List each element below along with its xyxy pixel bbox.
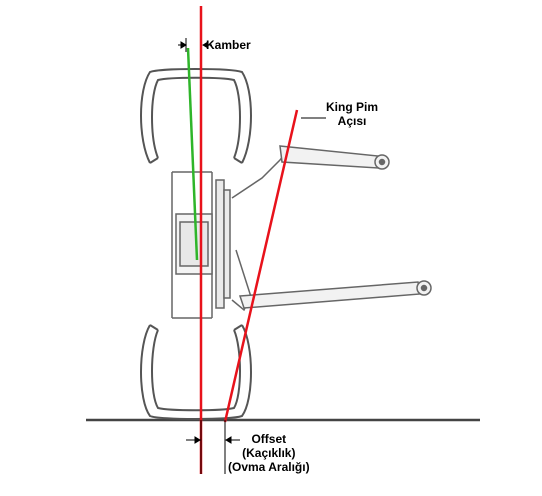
offset-label-line1: Offset [251,432,287,446]
offset-indicator [186,420,240,474]
lower-control-arm [238,280,432,309]
tire-upper [140,68,252,164]
camber-label-text: Kamber [206,38,251,52]
camber-label: Kamber [206,38,251,52]
kingpin-label: King Pim Açısı [326,100,378,128]
offset-label-line2: (Kaçıklık) [242,446,296,460]
offset-label-line3: (Ovma Aralığı) [228,460,310,474]
upper-control-arm [279,145,390,170]
kingpin-label-line1: King Pim [326,100,379,114]
steering-knuckle [231,149,289,312]
camber-line [186,47,199,261]
camber-indicator [178,38,212,52]
kingpin-axis-line [223,109,299,423]
brake-disc [215,179,231,309]
tire-lower [140,324,252,420]
wheel-rim [171,171,213,319]
offset-label: Offset (Kaçıklık) (Ovma Aralığı) [228,432,310,474]
kingpin-label-line2: Açısı [337,114,367,128]
